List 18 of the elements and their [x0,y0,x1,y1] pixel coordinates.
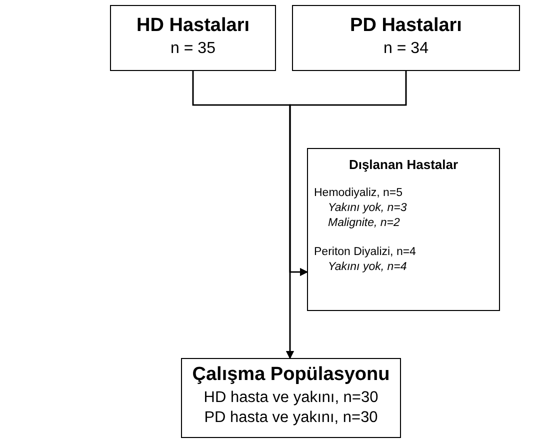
box-text: Malignite, n=2 [327,216,401,231]
box-text: Yakını yok, n=3 [327,200,408,216]
arrow [289,71,407,276]
box-text: Hemodiyaliz, n=5 [314,186,404,201]
box-text: Yakını yok, n=4 [327,260,408,275]
box-text: n = 35 [170,38,216,59]
process-box [292,5,520,71]
exclusion-box [307,148,500,311]
box-text: n = 34 [382,38,430,59]
process-box [181,358,401,438]
process-box [110,5,276,71]
box-heading: Çalışma Popülasyonu [191,363,391,387]
box-text: Periton Diyalizi, n=4 [314,244,417,260]
box-heading: HD Hastaları [136,14,250,38]
box-text: PD hasta ve yakını, n=30 [203,408,379,428]
box-heading: PD Hastaları [349,14,463,38]
box-text: HD hasta ve yakını, n=30 [202,388,380,408]
box-heading: Dışlanan Hastalar [348,157,460,174]
